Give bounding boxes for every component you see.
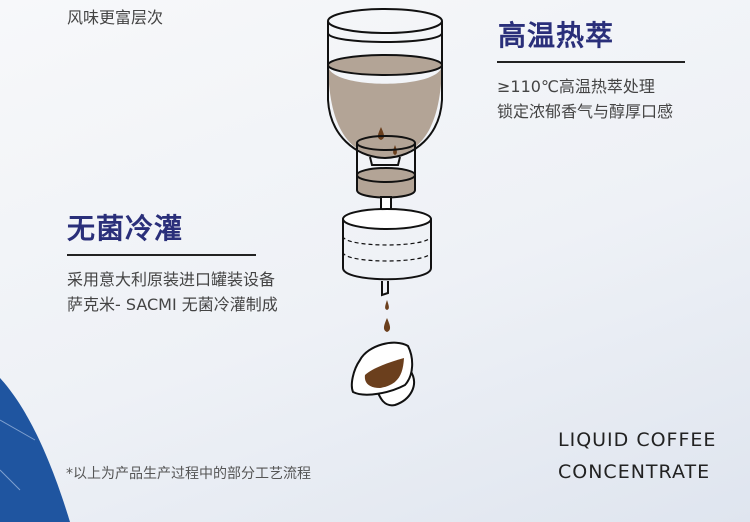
coffee-capsule-icon xyxy=(350,341,415,407)
hot-extraction-line: ≥110℃高温热萃处理 xyxy=(497,77,655,96)
divider xyxy=(497,61,685,63)
aseptic-filling-line: 萨克米- SACMI 无菌冷灌制成 xyxy=(67,295,278,314)
english-line: LIQUID COFFEE xyxy=(558,429,717,451)
aseptic-filling-title: 无菌冷灌 xyxy=(67,212,184,245)
aseptic-filling-line: 采用意大利原装进口罐装设备 xyxy=(67,270,276,289)
divider xyxy=(67,254,256,256)
english-line: CONCENTRATE xyxy=(558,461,711,483)
english-slogan: LIQUID COFFEE CONCENTRATE xyxy=(558,424,716,488)
blue-leaf-decoration xyxy=(0,378,70,522)
hot-extraction-text: ≥110℃高温热萃处理 锁定浓郁香气与醇厚口感 xyxy=(497,74,673,124)
coffee-drop-icon xyxy=(385,300,389,310)
hot-extraction-title: 高温热萃 xyxy=(498,19,615,52)
aseptic-filling-text: 采用意大利原装进口罐装设备 萨克米- SACMI 无菌冷灌制成 xyxy=(67,267,278,317)
top-caption: 风味更富层次 xyxy=(67,8,164,27)
extraction-vessel-icon xyxy=(327,8,443,166)
hot-extraction-line: 锁定浓郁香气与醇厚口感 xyxy=(497,102,674,121)
coffee-drop-icon xyxy=(383,318,391,332)
filling-tank-icon xyxy=(342,208,432,297)
footnote: *以上为产品生产过程中的部分工艺流程 xyxy=(66,466,311,482)
